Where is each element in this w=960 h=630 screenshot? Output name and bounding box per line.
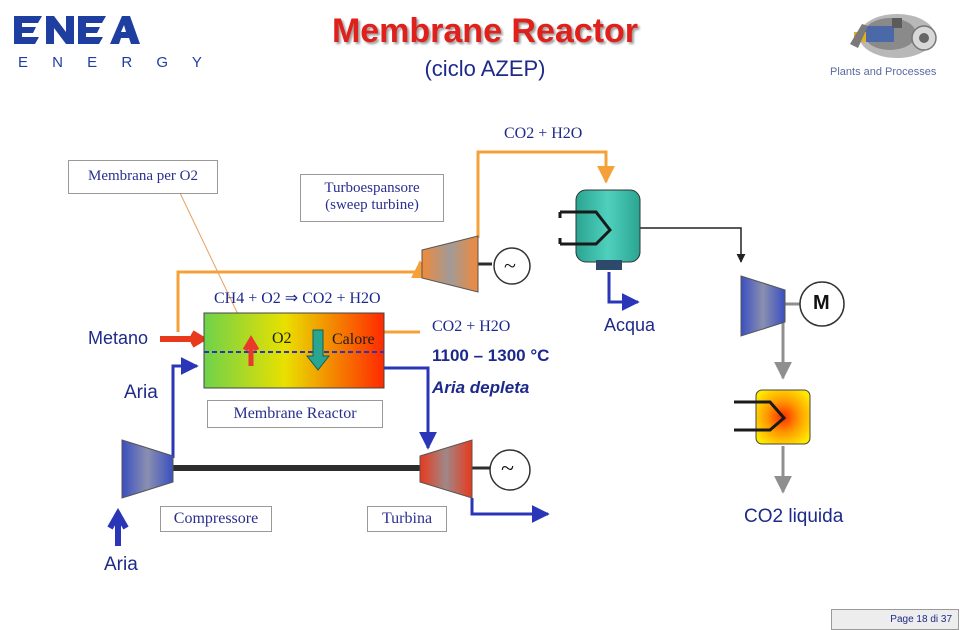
o2-arrow-icon [242,335,260,366]
motor-icon [799,281,845,327]
turboexpander-label-line2: (sweep turbine) [325,197,419,213]
generator-icon [489,449,531,491]
turboexpander-label-line1: Turboespansore [324,180,420,196]
sweep-exit-line [476,150,615,238]
heat-label: Calore [332,331,375,348]
turboexpander-label-box: Turboespansore (sweep turbine) [300,174,444,222]
heat-exchanger-coil-icon [558,210,612,246]
enea-logo [14,16,140,44]
sweep-generator-symbol: ~ [504,253,516,278]
reactor-label-box: Membrane Reactor [207,400,383,428]
products-label: CO2 + H2O [432,318,511,335]
air-intake-label: Aria [104,554,138,575]
heat-arrow-icon [305,329,331,371]
air-label: Aria [124,382,158,403]
methane-label: Metano [88,328,149,348]
sweep-loop-line [176,260,429,332]
temperature-label: 1100 – 1300 °C [432,346,550,365]
page-subtitle: (ciclo AZEP) [424,56,546,81]
reactor-to-turbine-line [384,366,437,450]
membrane-label: Membrana per O2 [88,168,198,184]
generator-symbol: ~ [501,456,514,482]
page-title: Membrane Reactor [331,12,639,50]
turbine-illustration-icon [850,14,937,58]
o2-label: O2 [272,330,292,347]
reaction-label: CH4 + O2 ⇒ CO2 + H2O [214,290,381,307]
top-output-label: CO2 + H2O [504,125,583,142]
air-to-reactor-line [171,357,199,458]
sweep-turbine-shape [421,235,479,293]
water-label: Acqua [604,315,656,335]
liquid-co2-label: CO2 liquida [744,506,844,527]
compressor-label-box: Compressore [160,506,272,532]
compressor-label: Compressore [173,510,259,527]
turbine-shape [419,439,473,499]
compressor-shape [121,439,174,499]
sweep-generator-icon [493,247,531,285]
membrane-reactor-box [203,312,385,389]
heat-exchanger-base [596,260,622,270]
methane-arrow [160,330,208,348]
turbine-exhaust-line [470,498,550,523]
turbine-label-box: Turbina [367,506,447,532]
air-intake-arrow [107,507,129,546]
cooler-coil-icon [734,400,787,432]
membrane-label-box: Membrana per O2 [68,160,218,194]
motor-symbol: M [813,292,830,314]
section-label: Plants and Processes [830,66,937,78]
co2-path-line [638,227,746,263]
page-counter: Page 18 di 37 [831,609,959,630]
turbine-label: Turbina [381,510,433,527]
reactor-label: Membrane Reactor [233,405,357,422]
depleted-air-label: Aria depleta [432,378,530,397]
logo-subtext: E N E R G Y [18,54,212,71]
co2-compressor-shape [740,275,786,337]
water-out-line [607,272,640,311]
